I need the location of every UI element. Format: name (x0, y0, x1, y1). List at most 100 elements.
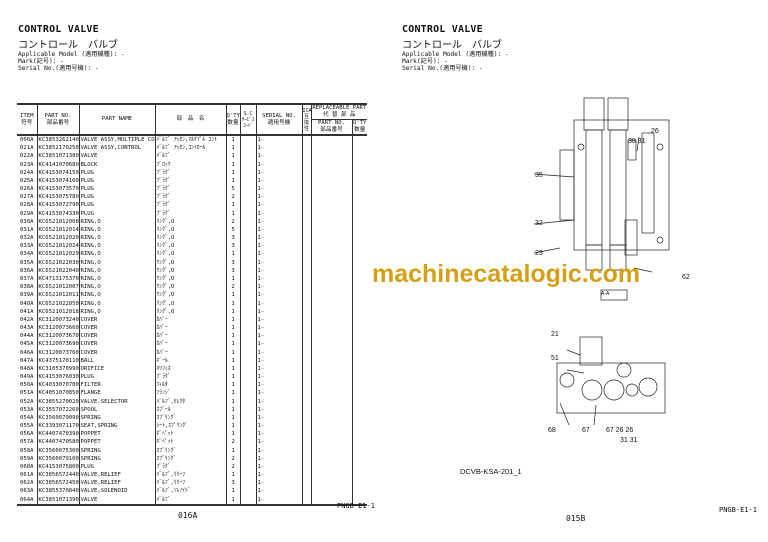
cell-serial: 1- (255, 135, 302, 145)
cell-serial: 1- (255, 495, 302, 506)
cell-jp-name: ｶﾊﾞｰ (154, 348, 226, 357)
cell-item: 035A (20, 259, 34, 266)
cell-item: 024A (20, 169, 34, 176)
cell-jp-name: ﾌﾟﾗｸﾞ (154, 193, 226, 202)
cell-rep-qty (351, 422, 368, 431)
cell-ica (301, 413, 311, 423)
cell-part-no: KC3856572450 (36, 479, 79, 488)
cell-rep-part-no (310, 201, 352, 210)
cell-sc (239, 471, 256, 480)
cell-rep-qty (351, 291, 368, 300)
cell-qty: 1 (225, 201, 240, 210)
header-serial: SERIAL NO. 適用号機 (255, 103, 302, 136)
cell-part-name: PLUG (78, 372, 155, 382)
cell-ica (301, 201, 311, 210)
cell-qty: 1 (225, 250, 240, 259)
cell-part-no: KC4407470390 (36, 430, 79, 439)
cell-jp-name: ﾌﾟﾗｸﾞ (154, 201, 226, 210)
cell-jp-name: ｶﾊﾞｰ (154, 315, 226, 324)
cell-part-no: KC3120073670 (36, 332, 79, 341)
cell-jp-name: ｼｰﾄ,ｽﾌﾟﾘﾝｸﾞ (154, 422, 226, 431)
cell-item: 027A (20, 194, 34, 201)
cell-serial: 1- (255, 152, 302, 161)
cell-ica (301, 332, 311, 341)
cell-rep-part-no (310, 405, 352, 414)
cell-jp-name: ﾎﾟﾍﾟｯﾄ (154, 430, 226, 439)
cell-item: 062A (20, 480, 34, 487)
cell-qty: 1 (225, 144, 240, 153)
cell-ica (301, 438, 311, 447)
callout-62: 62 (682, 274, 690, 281)
cell-rep-qty (351, 315, 368, 324)
cell-qty: 5 (225, 185, 240, 194)
cell-part-no: KC6521022040 (36, 266, 79, 275)
cell-qty: 1 (225, 356, 240, 365)
cell-serial: 1- (255, 225, 302, 235)
cell-ica (301, 168, 311, 177)
cell-ica (301, 299, 311, 308)
cell-item: 038A (20, 284, 34, 291)
cell-part-name: RING,O (78, 217, 155, 226)
cell-part-name: VALVE,SOLENOID (78, 487, 155, 496)
cell-sc (239, 266, 256, 275)
cell-part-no: KC4153074330 (36, 209, 79, 218)
cell-rep-part-no (310, 372, 352, 382)
cell-rep-part-no (310, 266, 352, 275)
cell-part-no: KC4153075780 (36, 193, 79, 202)
right-meta: Applicable Model (適用機種): - Mark(記号): - S… (402, 51, 509, 72)
cell-rep-part-no (310, 225, 352, 235)
cell-rep-qty (351, 266, 368, 275)
section-box (600, 289, 628, 301)
cell-qty: 1 (225, 176, 240, 186)
cell-qty: 1 (225, 323, 240, 333)
cell-rep-part-no (310, 168, 352, 177)
cell-item: 060A (20, 463, 34, 470)
callout-23: 23 (535, 250, 543, 257)
cell-item: 045A (20, 341, 34, 348)
cell-jp-name: ﾊﾞﾙﾌﾞ ｱｯｾﾝ,ｺﾝﾄﾛｰﾙ (154, 144, 226, 153)
cell-sc (239, 250, 256, 259)
section-label: A-A (601, 291, 610, 297)
cell-rep-qty (351, 168, 368, 177)
cell-ica (301, 389, 311, 398)
cell-qty: 1 (225, 413, 240, 423)
cell-sc (239, 356, 256, 365)
cell-rep-part-no (310, 479, 352, 488)
drawing-id: DCVB-KSA-201_1 (460, 467, 522, 476)
cell-part-no: KC3120073660 (36, 323, 79, 333)
cell-ica (301, 291, 311, 300)
cell-sc (239, 291, 256, 300)
cell-serial: 1- (255, 209, 302, 218)
cell-rep-part-no (310, 340, 352, 349)
cell-ica (301, 446, 311, 455)
cell-qty: 1 (225, 291, 240, 300)
cell-serial: 1- (255, 193, 302, 202)
cell-serial: 1- (255, 381, 302, 390)
cell-part-no: KC4153076030 (36, 372, 79, 382)
applicable-model: Applicable Model (適用機種): - (402, 51, 509, 58)
cell-rep-part-no (310, 258, 352, 267)
cell-rep-part-no (310, 323, 352, 333)
cell-sc (239, 209, 256, 218)
cell-serial: 1- (255, 283, 302, 292)
valve-body-top (573, 119, 670, 251)
cell-ica (301, 185, 311, 194)
cell-rep-part-no (310, 471, 352, 480)
cell-qty: 1 (225, 405, 240, 414)
cell-part-name: PLUG (78, 201, 155, 210)
cell-jp-name: ｽﾌﾟﾘﾝｸﾞ (154, 446, 226, 455)
cell-sc (239, 274, 256, 284)
cell-rep-part-no (310, 185, 352, 194)
cell-sc (239, 193, 256, 202)
cell-ica (301, 422, 311, 431)
